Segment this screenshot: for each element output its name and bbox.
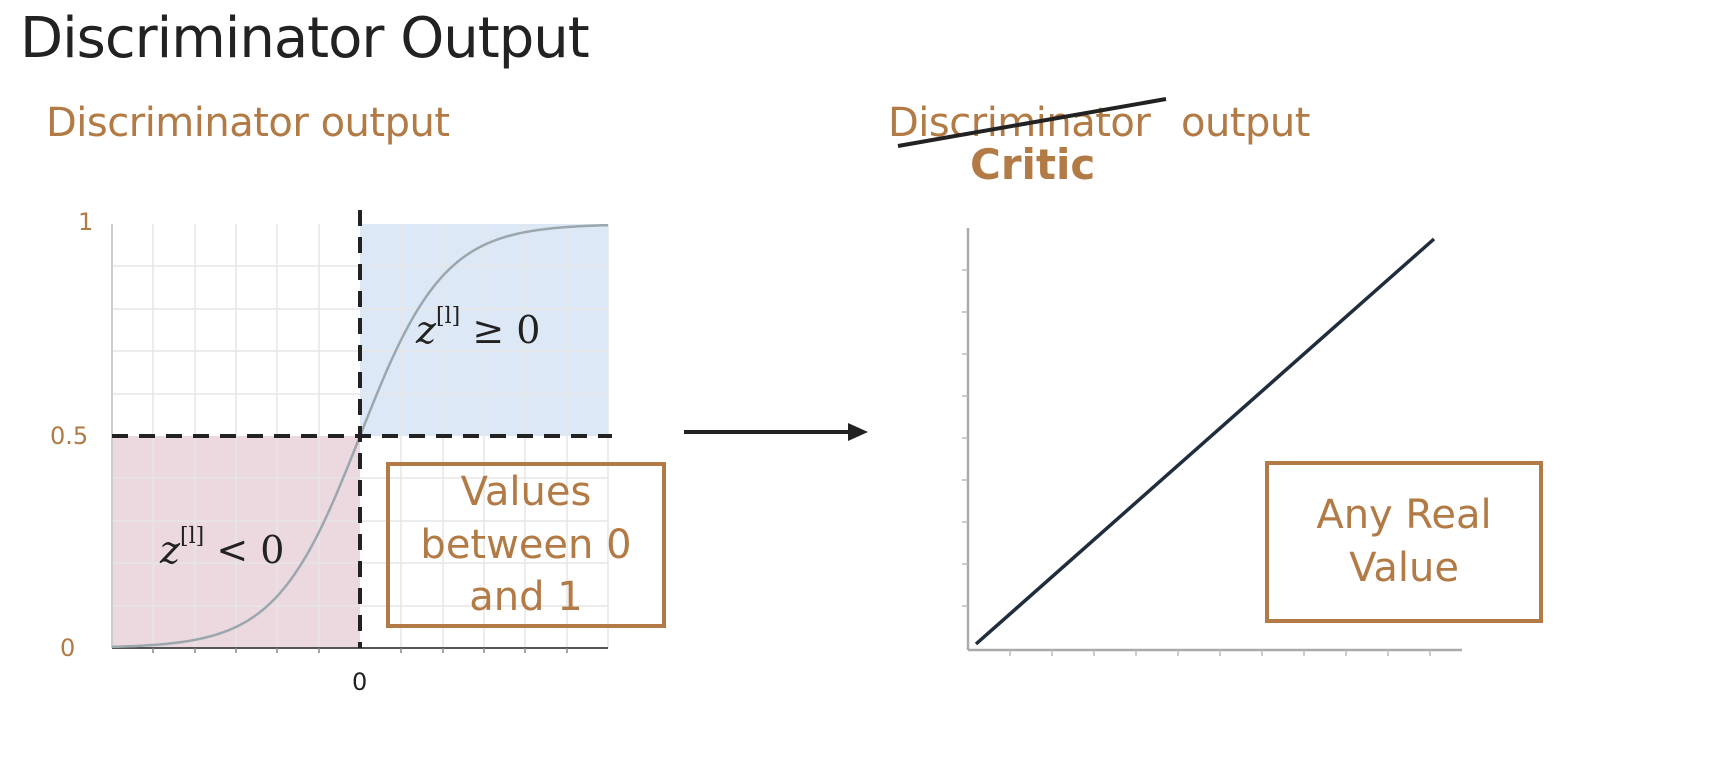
page-title: Discriminator Output: [20, 6, 590, 71]
values-range-line-1: Values: [460, 468, 592, 515]
y-tick-1: 1: [78, 208, 94, 236]
negative-region-label: z[l] < 0: [160, 524, 285, 572]
x-tick-0: 0: [352, 668, 368, 696]
y-tick-0: 0: [60, 634, 76, 662]
critic-label: Critic: [970, 140, 1096, 189]
right-axis-ticks: [962, 269, 1431, 656]
transition-arrow-head: [848, 423, 868, 441]
left-x-axis-ticks: [152, 648, 568, 653]
right-subtitle-output: output: [1181, 100, 1310, 146]
y-tick-0-5: 0.5: [50, 422, 89, 450]
positive-region-label: z[l] ≥ 0: [416, 304, 541, 352]
any-real-value-box: Any Real Value: [1265, 461, 1543, 623]
linear-output-line: [974, 237, 1436, 646]
values-range-line-2: between 0: [420, 521, 632, 568]
strike-through-line: [897, 97, 1167, 148]
any-real-value-line-2: Value: [1349, 545, 1459, 591]
values-range-box: Values between 0 and 1: [386, 462, 666, 628]
left-subtitle: Discriminator output: [46, 100, 450, 146]
values-range-line-3: and 1: [469, 574, 583, 621]
any-real-value-line-1: Any Real: [1316, 492, 1492, 539]
